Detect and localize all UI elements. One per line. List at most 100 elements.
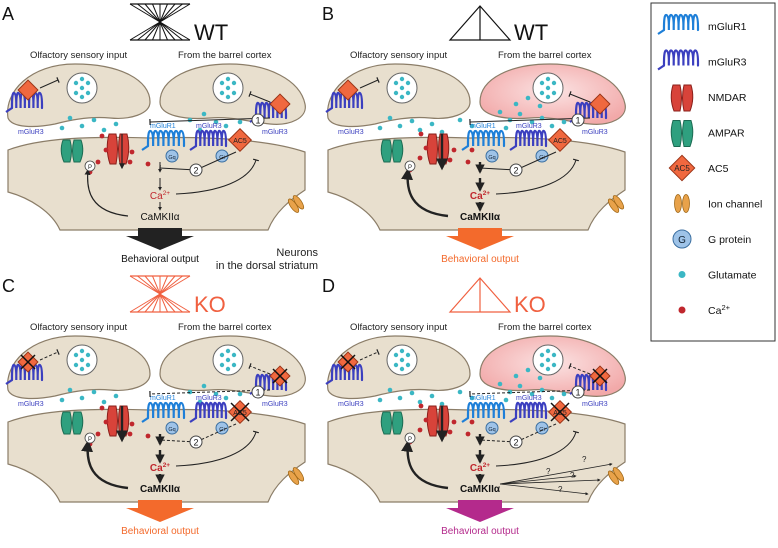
- ac5-enzyme: [589, 93, 611, 115]
- mglur1-label: mGluR1: [150, 395, 176, 402]
- legend-item: NMDAR: [670, 84, 747, 112]
- ion-channel: [287, 467, 305, 485]
- pathway-line: [469, 117, 591, 126]
- glutamate: [399, 85, 405, 91]
- glutamate: [223, 123, 229, 129]
- question-mark: ?: [570, 471, 575, 480]
- glutamate: [113, 121, 119, 127]
- glutamate: [85, 80, 91, 86]
- legend-label: Ca2+: [708, 303, 731, 317]
- step-2: 2: [509, 163, 523, 177]
- glutamate: [545, 366, 551, 372]
- glutamate: [525, 95, 531, 101]
- glutamate: [187, 117, 193, 123]
- genotype-label: WT: [194, 20, 228, 45]
- glutamate: [549, 395, 555, 401]
- mglur3-label: mGluR3: [516, 123, 542, 130]
- panel-letter: D: [322, 276, 335, 296]
- calcium-label: Ca2+: [470, 462, 490, 474]
- gq-protein: [485, 149, 499, 163]
- glutamate: [237, 391, 243, 397]
- mglur3-receptor: [509, 401, 548, 423]
- ac5-label: AC5: [233, 138, 247, 145]
- mglur3-label: mGluR3: [582, 129, 608, 136]
- glutamate: [529, 119, 535, 125]
- glutamate: [529, 391, 535, 397]
- synaptic-vesicle: [532, 72, 564, 104]
- glutamate: [393, 80, 399, 86]
- glutamate: [387, 387, 393, 393]
- synaptic-vesicle: [386, 344, 418, 376]
- glutamate: [67, 115, 73, 121]
- pathway-line: [175, 430, 260, 467]
- glutamate: [225, 357, 231, 363]
- glutamate: [219, 362, 225, 368]
- glutamate: [91, 117, 97, 123]
- phosphate-label: P: [408, 165, 412, 171]
- glutamate: [397, 123, 403, 129]
- inhibition-line: [39, 349, 60, 361]
- panel-letter: A: [2, 4, 14, 24]
- gi-protein: [535, 421, 549, 435]
- mglur1-label: mGluR1: [470, 123, 496, 130]
- glutamate: [537, 103, 543, 109]
- calcium-ion: [99, 405, 105, 411]
- behavioral-output-label: Behavioral output: [441, 254, 519, 265]
- glutamate: [377, 125, 383, 131]
- legend-item: mGluR3: [657, 49, 747, 71]
- glutamate: [503, 125, 509, 131]
- step-number: 1: [575, 116, 580, 126]
- glutamate: [399, 348, 405, 354]
- ion-channel-icon: [674, 194, 690, 213]
- behavioral-output-arrow: [446, 228, 514, 250]
- glutamate: [231, 352, 237, 358]
- legend-label: NMDAR: [708, 92, 747, 104]
- glutamate: [539, 362, 545, 368]
- glutamate: [469, 123, 475, 129]
- ampar-receptor: [380, 139, 404, 163]
- ampar-icon: [670, 120, 694, 147]
- synaptic-vesicle: [66, 72, 98, 104]
- step-2: 2: [189, 435, 203, 449]
- ac5-icon: [668, 154, 696, 182]
- ac5-enzyme: [227, 127, 253, 153]
- glutamate: [393, 362, 399, 368]
- gq-protein: [165, 421, 179, 435]
- ac5-label: AC5: [233, 410, 247, 417]
- pathway-line: [495, 158, 580, 195]
- mglur3-label: mGluR3: [262, 401, 288, 408]
- glutamate: [539, 80, 545, 86]
- calcium-ion: [127, 159, 133, 165]
- camkii-label: CaMKIIα: [140, 212, 179, 223]
- phosphate-icon: [84, 160, 96, 172]
- ac5-enzyme: [547, 127, 573, 153]
- olfactory-input-label: Olfactory sensory input: [350, 50, 448, 61]
- glutamate: [513, 373, 519, 379]
- radiating-triangle-icon: [129, 3, 191, 41]
- calcium-ion: [129, 421, 135, 427]
- legend-item: Ca2+: [678, 303, 731, 317]
- glutamate: [551, 362, 557, 368]
- glutamate: [225, 76, 231, 82]
- glutamate: [539, 352, 545, 358]
- calcium-ion: [145, 433, 151, 439]
- glutamate: [513, 101, 519, 107]
- calcium-label: Ca2+: [150, 190, 170, 202]
- mglur3-label: mGluR3: [516, 395, 542, 402]
- glutamate: [73, 80, 79, 86]
- glutamate: [517, 383, 523, 389]
- behavioral-output-arrow: [126, 500, 194, 522]
- glutamate: [409, 118, 415, 124]
- step-number: 1: [575, 388, 580, 398]
- glutamate: [517, 111, 523, 117]
- calcium-ion: [447, 157, 453, 163]
- glutamate: [73, 90, 79, 96]
- mglur1-label: mGluR1: [150, 123, 176, 130]
- phosphate-icon: [84, 432, 96, 444]
- mglur3-label: mGluR3: [18, 401, 44, 408]
- calcium-ion: [469, 147, 475, 153]
